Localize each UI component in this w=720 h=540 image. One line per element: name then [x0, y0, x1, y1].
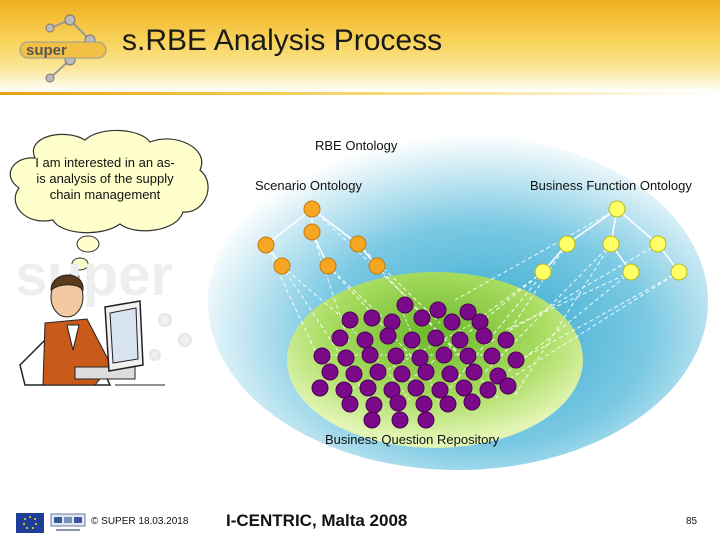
question-node — [393, 365, 411, 383]
question-node — [387, 347, 405, 365]
svg-text:super: super — [26, 42, 67, 59]
question-node — [483, 347, 501, 365]
business-function-node — [649, 235, 667, 253]
question-node — [475, 327, 493, 345]
super-logo-icon: super — [19, 14, 107, 83]
question-node — [383, 313, 401, 331]
business-function-ontology-label: Business Function Ontology — [530, 178, 692, 193]
eu-flag-icon — [16, 513, 44, 533]
question-node — [429, 301, 447, 319]
question-node — [313, 347, 331, 365]
business-question-repository-region — [287, 272, 583, 448]
scenario-node — [368, 257, 386, 275]
question-node — [337, 349, 355, 367]
question-node — [441, 365, 459, 383]
business-function-node — [622, 263, 640, 281]
question-node — [459, 303, 477, 321]
copyright-text: © SUPER 18.03.2018 — [91, 516, 189, 527]
scenario-node — [349, 235, 367, 253]
question-node — [417, 363, 435, 381]
question-node — [435, 346, 453, 364]
page-number: 85 — [686, 516, 698, 527]
question-node — [407, 379, 425, 397]
scenario-node — [273, 257, 291, 275]
question-node — [363, 411, 381, 429]
question-node — [497, 331, 515, 349]
question-node — [443, 313, 461, 331]
question-node — [331, 329, 349, 347]
question-node — [379, 327, 397, 345]
question-node — [341, 395, 359, 413]
header-divider — [0, 92, 720, 95]
question-node — [396, 296, 414, 314]
business-function-node — [558, 235, 576, 253]
business-function-node — [602, 235, 620, 253]
event-name: I-CENTRIC, Malta 2008 — [226, 511, 408, 530]
question-node — [451, 331, 469, 349]
question-node — [417, 411, 435, 429]
rbe-ontology-label: RBE Ontology — [315, 138, 398, 153]
slide-title: s.RBE Analysis Process — [122, 24, 443, 57]
question-node — [471, 313, 489, 331]
thought-bubble — [9, 129, 209, 234]
question-node — [455, 379, 473, 397]
question-node — [369, 363, 387, 381]
business-question-repository-label: Business Question Repository — [325, 432, 500, 447]
business-function-node — [608, 200, 626, 218]
question-node — [413, 309, 431, 327]
question-node — [356, 331, 374, 349]
question-node — [359, 379, 377, 397]
question-node — [363, 309, 381, 327]
svg-text:super: super — [15, 243, 173, 308]
question-nodes — [311, 296, 525, 429]
question-node — [463, 393, 481, 411]
question-node — [507, 351, 525, 369]
question-node — [361, 346, 379, 364]
question-node — [415, 395, 433, 413]
question-node — [499, 377, 517, 395]
business-function-node — [534, 263, 552, 281]
question-node — [341, 311, 359, 329]
question-node — [391, 411, 409, 429]
scenario-node — [303, 223, 321, 241]
question-node — [389, 394, 407, 412]
question-node — [459, 347, 477, 365]
scenario-ontology-label: Scenario Ontology — [255, 178, 362, 193]
question-node — [345, 365, 363, 383]
question-node — [311, 379, 329, 397]
question-node — [439, 395, 457, 413]
thought-bubble-text: I am interested in an as-is analysis of … — [35, 155, 175, 202]
scenario-node — [319, 257, 337, 275]
person-at-computer-icon: super — [15, 243, 192, 386]
question-node — [479, 381, 497, 399]
business-function-node — [670, 263, 688, 281]
question-node — [365, 396, 383, 414]
question-node — [321, 363, 339, 381]
scenario-node — [303, 200, 321, 218]
ist-logo-icon — [50, 513, 86, 531]
scenario-node — [257, 236, 275, 254]
question-node — [431, 381, 449, 399]
question-node — [403, 331, 421, 349]
question-node — [427, 329, 445, 347]
question-node — [465, 363, 483, 381]
slide-header — [0, 0, 720, 92]
